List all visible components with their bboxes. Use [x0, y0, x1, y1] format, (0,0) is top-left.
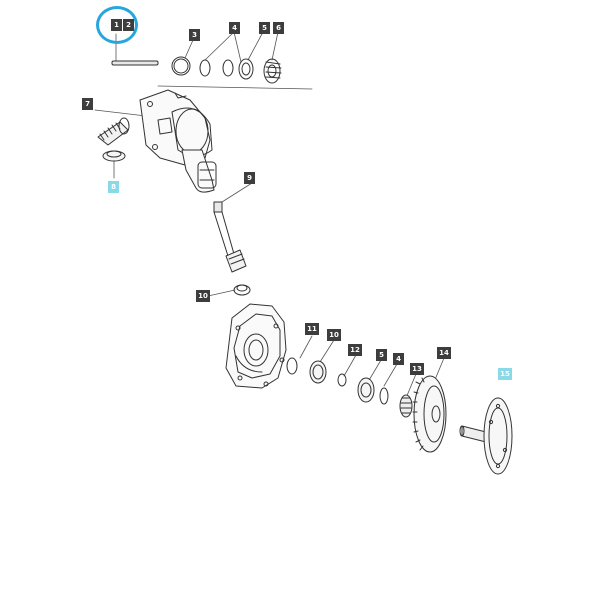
callout-13[interactable]: 13 — [410, 363, 424, 375]
callout-2[interactable]: 2 — [123, 19, 134, 31]
shaft-bearing-part — [233, 284, 251, 296]
callout-10-lower[interactable]: 10 — [327, 329, 341, 341]
washer-part — [337, 373, 347, 387]
callout-14[interactable]: 14 — [437, 347, 451, 359]
upper-housing-part — [139, 89, 217, 193]
crown-gear-part — [412, 375, 447, 453]
bevel-gear-part — [97, 117, 130, 146]
shim-washer-part — [199, 59, 211, 77]
pin-part — [111, 60, 159, 66]
callout-6[interactable]: 6 — [273, 22, 284, 34]
shim-part-lower — [379, 387, 389, 405]
callout-15[interactable]: 15 — [498, 368, 512, 380]
circlip-part — [171, 56, 191, 76]
callout-4-lower[interactable]: 4 — [393, 353, 404, 365]
bevel-gear-small-part — [263, 58, 282, 84]
needle-bearing-part — [399, 394, 413, 418]
callout-12[interactable]: 12 — [348, 344, 362, 356]
callout-10[interactable]: 10 — [196, 290, 210, 302]
callout-5[interactable]: 5 — [259, 22, 270, 34]
shim-washer-part-2 — [222, 59, 234, 77]
callout-9[interactable]: 9 — [244, 172, 255, 184]
bearing-lower-part — [309, 360, 327, 384]
bushing-part — [102, 150, 126, 162]
callout-7[interactable]: 7 — [82, 98, 93, 110]
callout-8[interactable]: 8 — [108, 181, 119, 193]
drive-shaft-part — [213, 201, 247, 273]
callout-1[interactable]: 1 — [111, 19, 122, 31]
flange-shaft-part — [459, 397, 513, 475]
selection-highlight-ring — [96, 6, 138, 44]
callout-11[interactable]: 11 — [305, 323, 319, 335]
callout-3[interactable]: 3 — [189, 29, 200, 41]
o-ring-part — [286, 357, 298, 375]
callout-4[interactable]: 4 — [229, 22, 240, 34]
callout-5-lower[interactable]: 5 — [376, 349, 387, 361]
bearing-part — [238, 58, 254, 80]
bearing-part-lower — [357, 377, 375, 403]
leader-lines — [94, 31, 445, 399]
lower-housing-part — [225, 303, 287, 389]
